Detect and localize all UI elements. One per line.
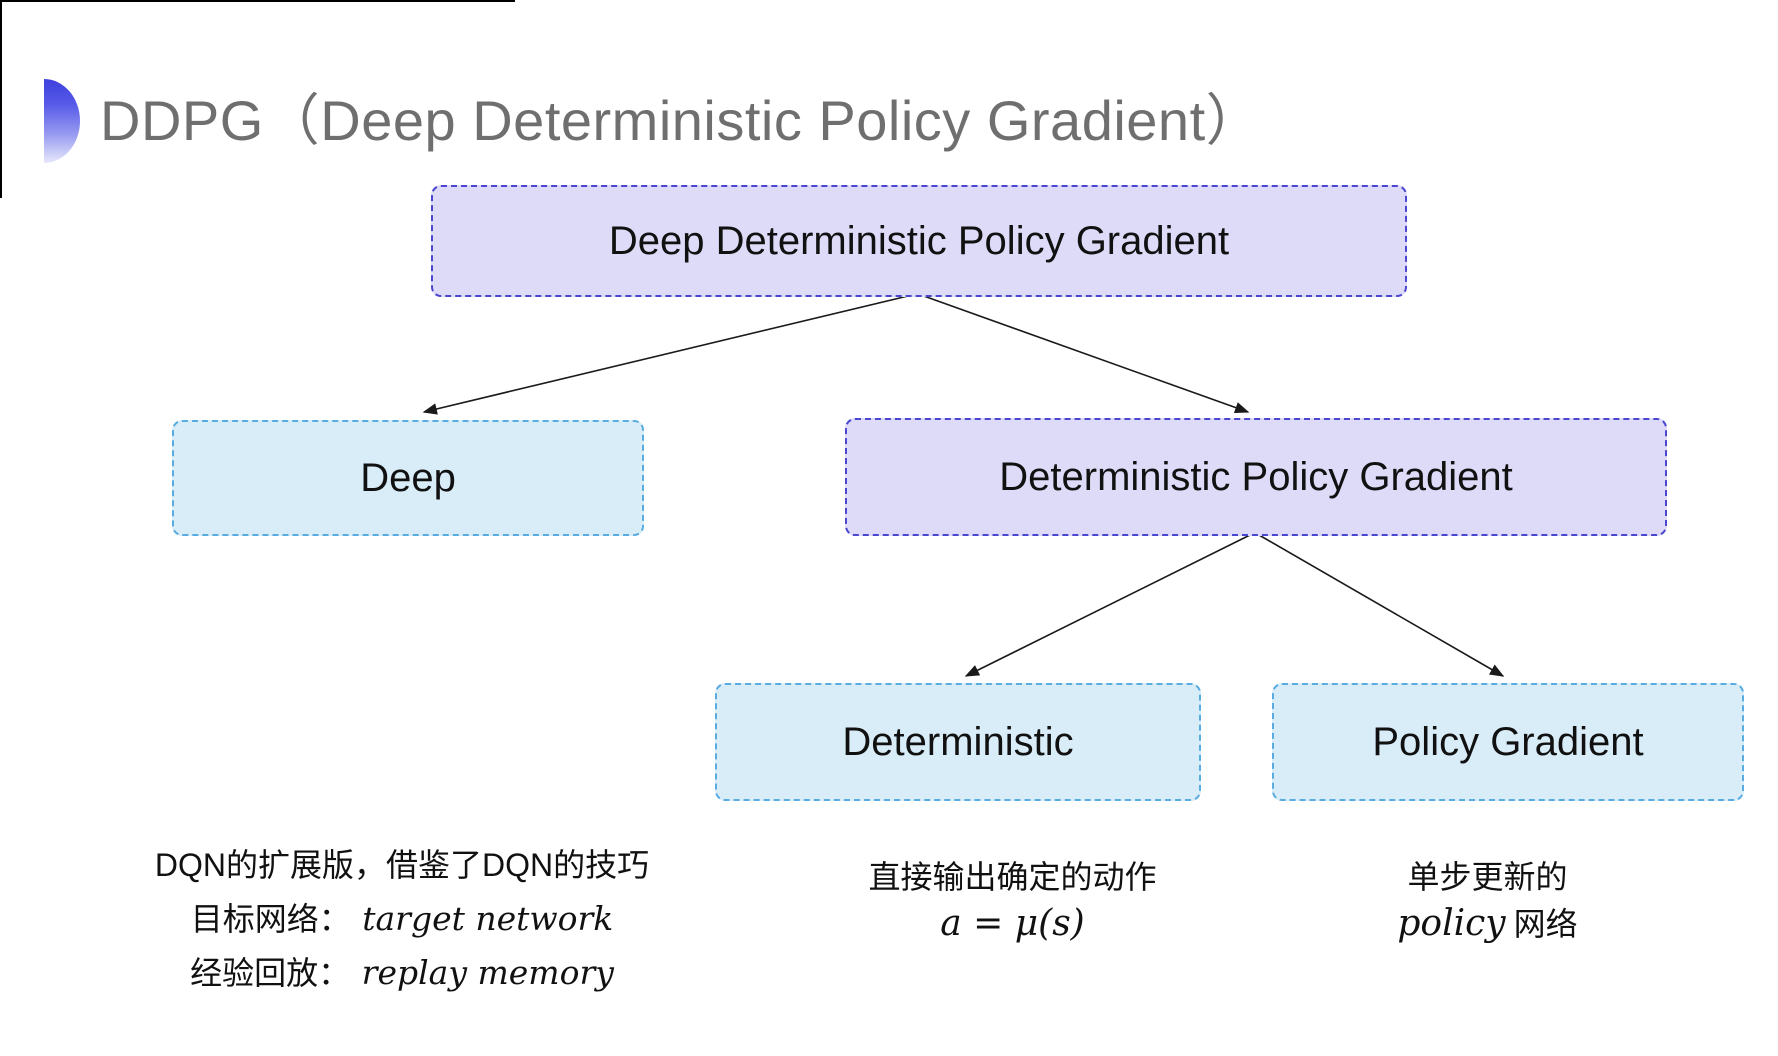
node-deep-deterministic-policy-gradient: Deep Deterministic Policy Gradient — [431, 185, 1407, 297]
replay-memory-term: replay memory — [361, 953, 614, 992]
deterministic-formula: a = μ(s) — [940, 903, 1085, 944]
window-frame-top-edge — [0, 0, 515, 2]
target-network-term: target network — [362, 899, 614, 938]
window-frame-left-edge — [0, 0, 2, 198]
node-deterministic: Deterministic — [715, 683, 1201, 801]
note-deep-line3: 经验回放： replay memory — [118, 946, 686, 1000]
note-deep-line1: DQN的扩展版，借鉴了DQN的技巧 — [154, 847, 650, 883]
node-label: Deep Deterministic Policy Gradient — [608, 218, 1230, 263]
edge-ddpg-to-deep — [422, 294, 913, 415]
edge-dpg-to-policy-gradient — [1258, 534, 1505, 677]
title-row: DDPG（Deep Deterministic Policy Gradient） — [44, 79, 1262, 163]
node-label: Deterministic — [842, 719, 1074, 764]
note-deterministic-line1: 直接输出确定的动作 — [868, 859, 1157, 895]
note-deep-details: DQN的扩展版，借鉴了DQN的技巧 目标网络： target network 经验… — [118, 838, 686, 1000]
node-label: Deterministic Policy Gradient — [999, 454, 1513, 499]
node-deterministic-policy-gradient: Deterministic Policy Gradient — [845, 418, 1667, 536]
network-label: 网络 — [1513, 906, 1578, 942]
note-deterministic-details: 直接输出确定的动作 a = μ(s) — [810, 854, 1215, 948]
page-title: DDPG（Deep Deterministic Policy Gradient） — [100, 88, 1263, 152]
node-deep: Deep — [172, 420, 644, 536]
node-label: Deep — [360, 455, 456, 500]
note-deep-line2: 目标网络： target network — [118, 892, 686, 946]
edge-ddpg-to-dpg — [920, 294, 1250, 414]
target-network-label: 目标网络： — [190, 901, 351, 937]
node-label: Policy Gradient — [1372, 719, 1644, 764]
note-policy-gradient-line1: 单步更新的 — [1407, 859, 1568, 895]
title-bullet-icon — [44, 79, 80, 163]
replay-memory-label: 经验回放： — [190, 955, 351, 991]
node-policy-gradient: Policy Gradient — [1272, 683, 1744, 801]
edge-dpg-to-deterministic — [964, 534, 1251, 677]
policy-term: policy — [1397, 903, 1506, 944]
